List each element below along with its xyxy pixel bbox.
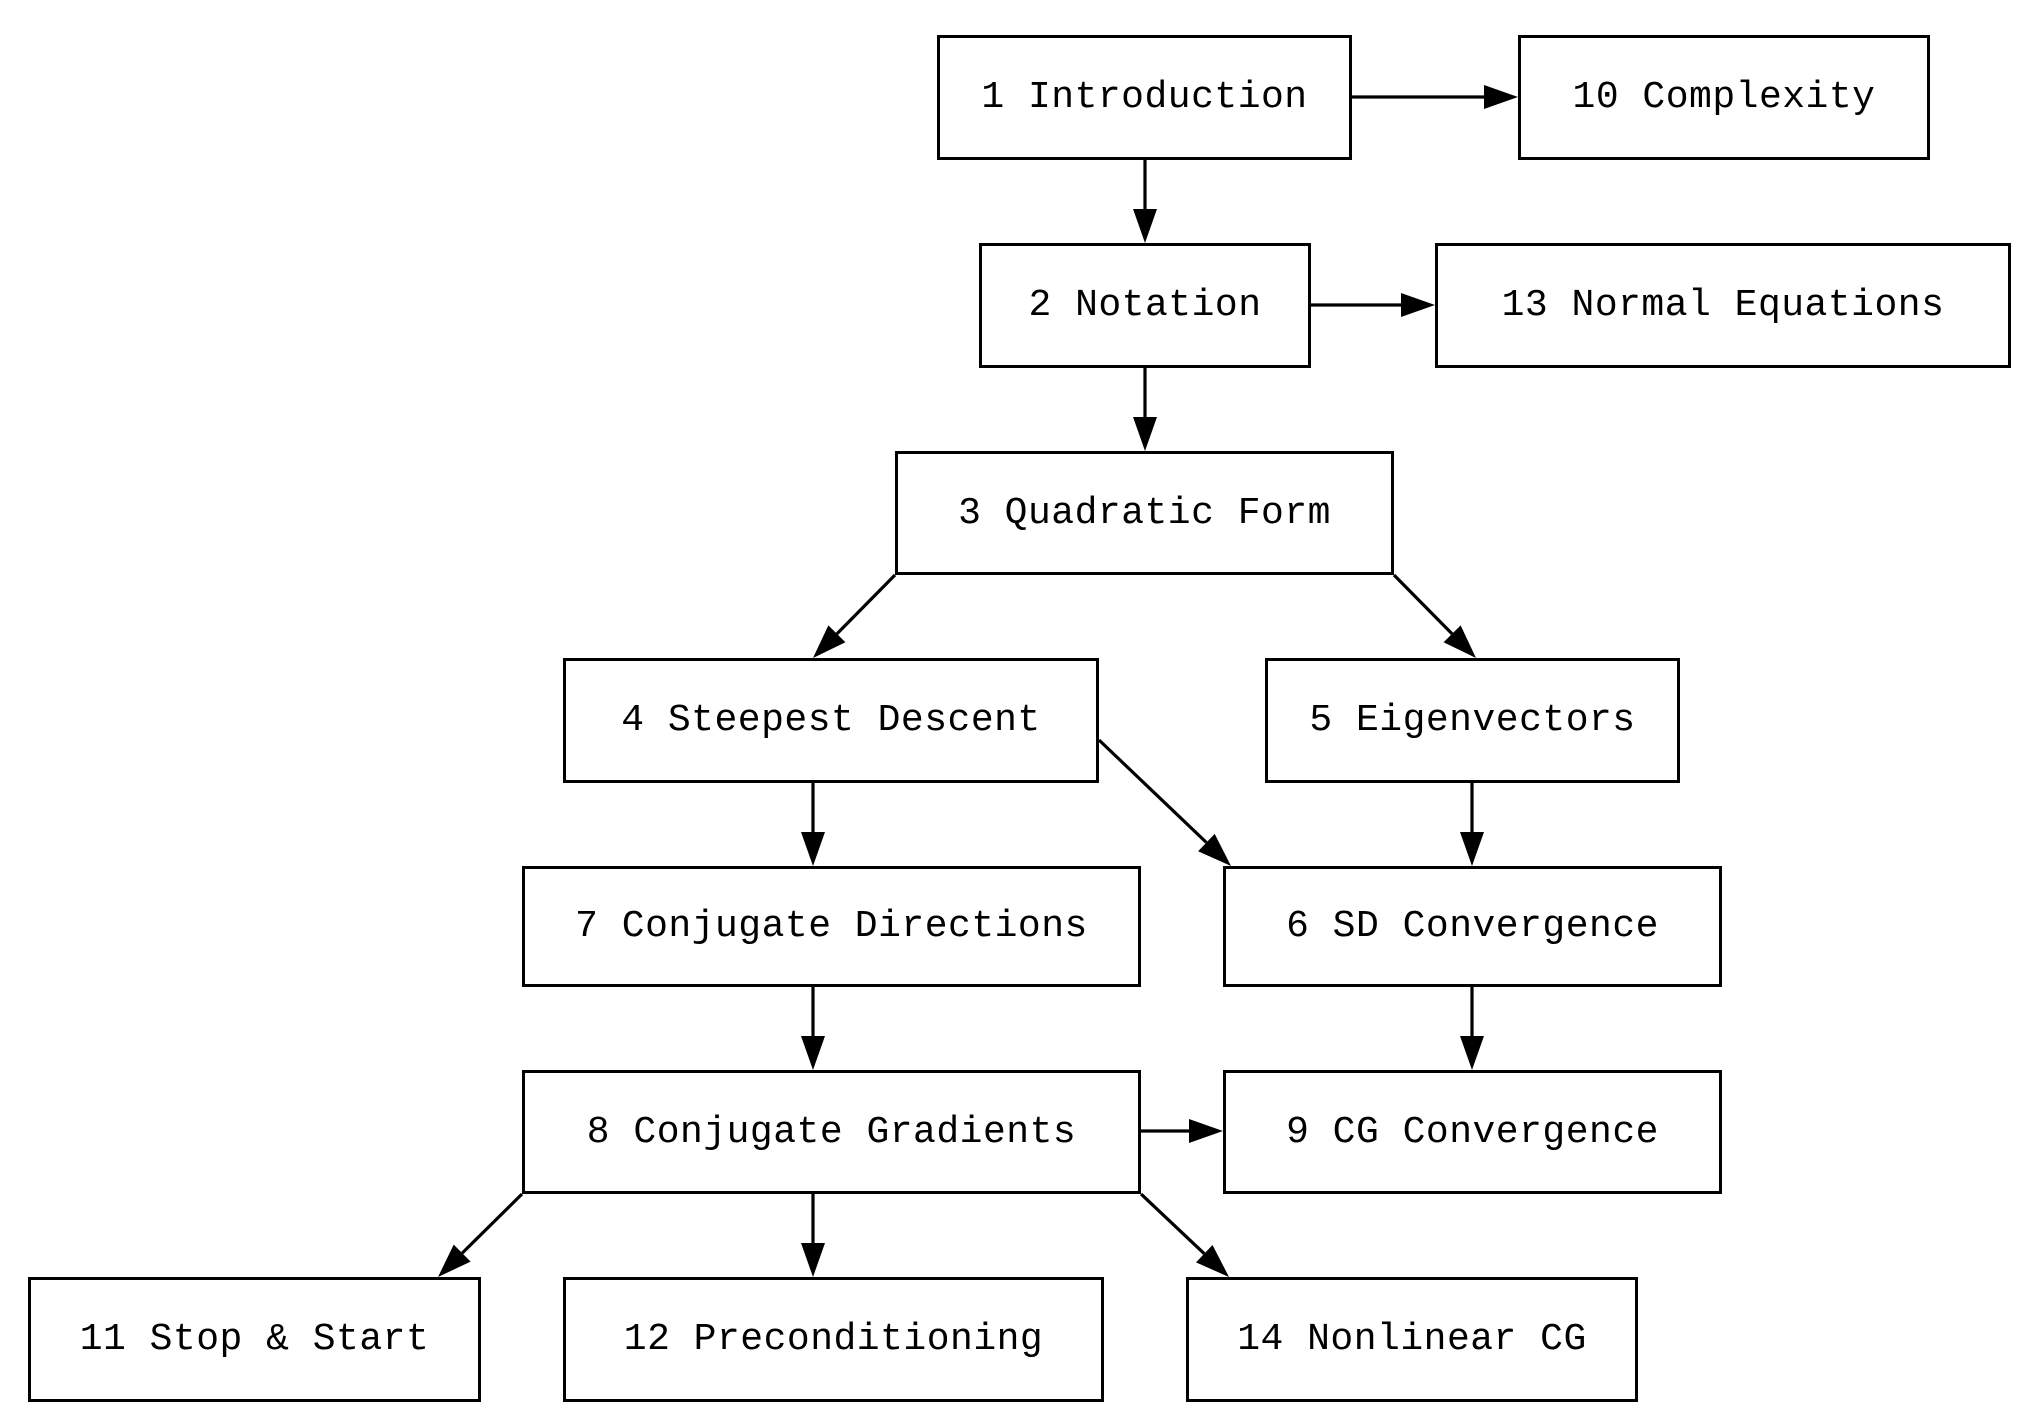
arrowhead-n4-n7: [801, 832, 825, 866]
node-normal-equations: 13 Normal Equations: [1435, 243, 2011, 368]
node-complexity: 10 Complexity: [1518, 35, 1930, 160]
arrowhead-n8-n14: [1196, 1244, 1229, 1277]
arrowhead-n3-n4: [813, 625, 846, 658]
edge-n3-n5: [1392, 573, 1454, 635]
edge-n8-n14: [1139, 1192, 1206, 1255]
arrowhead-n8-n12: [801, 1243, 825, 1277]
node-stop-and-start: 11 Stop & Start: [28, 1277, 481, 1402]
edge-n8-n11: [461, 1192, 524, 1255]
node-nonlinear-cg: 14 Nonlinear CG: [1186, 1277, 1638, 1402]
node-sd-convergence: 6 SD Convergence: [1223, 866, 1722, 987]
arrowhead-n1-n10: [1484, 85, 1518, 109]
node-eigenvectors: 5 Eigenvectors: [1265, 658, 1680, 783]
arrowhead-n8-n11: [438, 1244, 471, 1277]
arrowhead-n1-n2: [1133, 209, 1157, 243]
arrowhead-n3-n5: [1443, 625, 1476, 658]
node-conjugate-gradients: 8 Conjugate Gradients: [522, 1070, 1141, 1194]
node-quadratic-form: 3 Quadratic Form: [895, 451, 1394, 575]
arrowhead-n4-n6: [1198, 833, 1231, 866]
arrowhead-n2-n3: [1133, 417, 1157, 451]
edge-n3-n4: [835, 573, 897, 635]
edge-n4-n6: [1097, 738, 1208, 844]
node-steepest-descent: 4 Steepest Descent: [563, 658, 1099, 783]
arrowhead-n5-n6: [1460, 832, 1484, 866]
arrowhead-n8-n9: [1189, 1119, 1223, 1143]
arrowhead-n7-n8: [801, 1036, 825, 1070]
node-introduction: 1 Introduction: [937, 35, 1352, 160]
node-preconditioning: 12 Preconditioning: [563, 1277, 1104, 1402]
node-conjugate-directions: 7 Conjugate Directions: [522, 866, 1141, 987]
arrowhead-n6-n9: [1460, 1036, 1484, 1070]
node-cg-convergence: 9 CG Convergence: [1223, 1070, 1722, 1194]
arrowhead-n2-n13: [1401, 293, 1435, 317]
node-notation: 2 Notation: [979, 243, 1311, 368]
